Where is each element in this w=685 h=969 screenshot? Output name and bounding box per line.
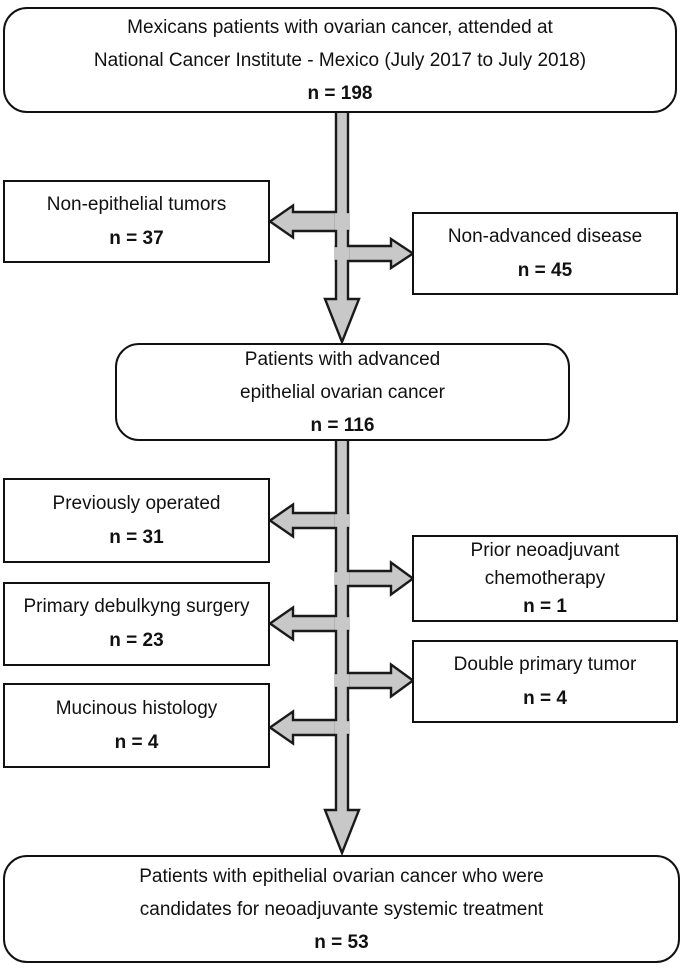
arrow-junction-patch (334, 721, 350, 734)
node-count: n = 37 (109, 227, 164, 249)
node-mucinous-histology: Mucinous histology n = 4 (3, 683, 270, 768)
arrow-junction-patch (334, 247, 350, 260)
node-text: Previously operated (52, 492, 221, 514)
node-primary-debulking: Primary debulkyng surgery n = 23 (3, 582, 270, 666)
node-count: n = 1 (523, 595, 567, 617)
arrow-junction-patch (334, 572, 350, 585)
node-text: Non-epithelial tumors (46, 193, 227, 215)
arrow-junction-patch (334, 514, 350, 527)
node-count: n = 4 (114, 731, 159, 753)
node-count: n = 53 (314, 931, 369, 953)
node-count: n = 198 (307, 82, 373, 104)
node-count: n = 45 (517, 259, 573, 281)
node-text: Patients with epithelial ovarian cancer … (139, 865, 544, 887)
node-text: chemotherapy (484, 567, 606, 589)
node-advanced-epithelial: Patients with advanced epithelial ovaria… (115, 343, 570, 441)
node-text: Primary debulkyng surgery (23, 596, 250, 617)
node-text: epithelial ovarian cancer (240, 381, 445, 403)
node-source: Mexicans patients with ovarian cancer, a… (3, 7, 677, 113)
node-count: n = 4 (523, 687, 567, 709)
node-text: Non-advanced disease (447, 225, 643, 247)
node-non-advanced-disease: Non-advanced disease n = 45 (412, 212, 678, 295)
node-prior-neoadjuvant: Prior neoadjuvant chemotherapy n = 1 (412, 535, 678, 622)
node-text: National Cancer Institute - Mexico (July… (93, 49, 587, 71)
node-double-primary-tumor: Double primary tumor n = 4 (412, 640, 678, 723)
node-previously-operated: Previously operated n = 31 (3, 478, 270, 563)
node-text: Mexicans patients with ovarian cancer, a… (127, 16, 553, 38)
node-count: n = 116 (310, 414, 375, 436)
node-text: Prior neoadjuvant (470, 539, 620, 561)
node-count: n = 31 (109, 526, 164, 548)
node-text: Double primary tumor (453, 653, 637, 675)
node-non-epithelial-tumors: Non-epithelial tumors n = 37 (3, 180, 270, 263)
node-count: n = 23 (109, 630, 164, 651)
node-final: Patients with epithelial ovarian cancer … (3, 855, 680, 963)
node-text: Patients with advanced (244, 348, 441, 370)
arrow-junction-patch (334, 617, 350, 630)
node-text: candidates for neoadjuvante systemic tre… (139, 898, 544, 920)
arrow-junction-patch (334, 674, 350, 687)
arrow-main-bottom-icon (323, 437, 361, 857)
arrow-junction-patch (334, 213, 350, 230)
node-text: Mucinous histology (55, 697, 218, 719)
